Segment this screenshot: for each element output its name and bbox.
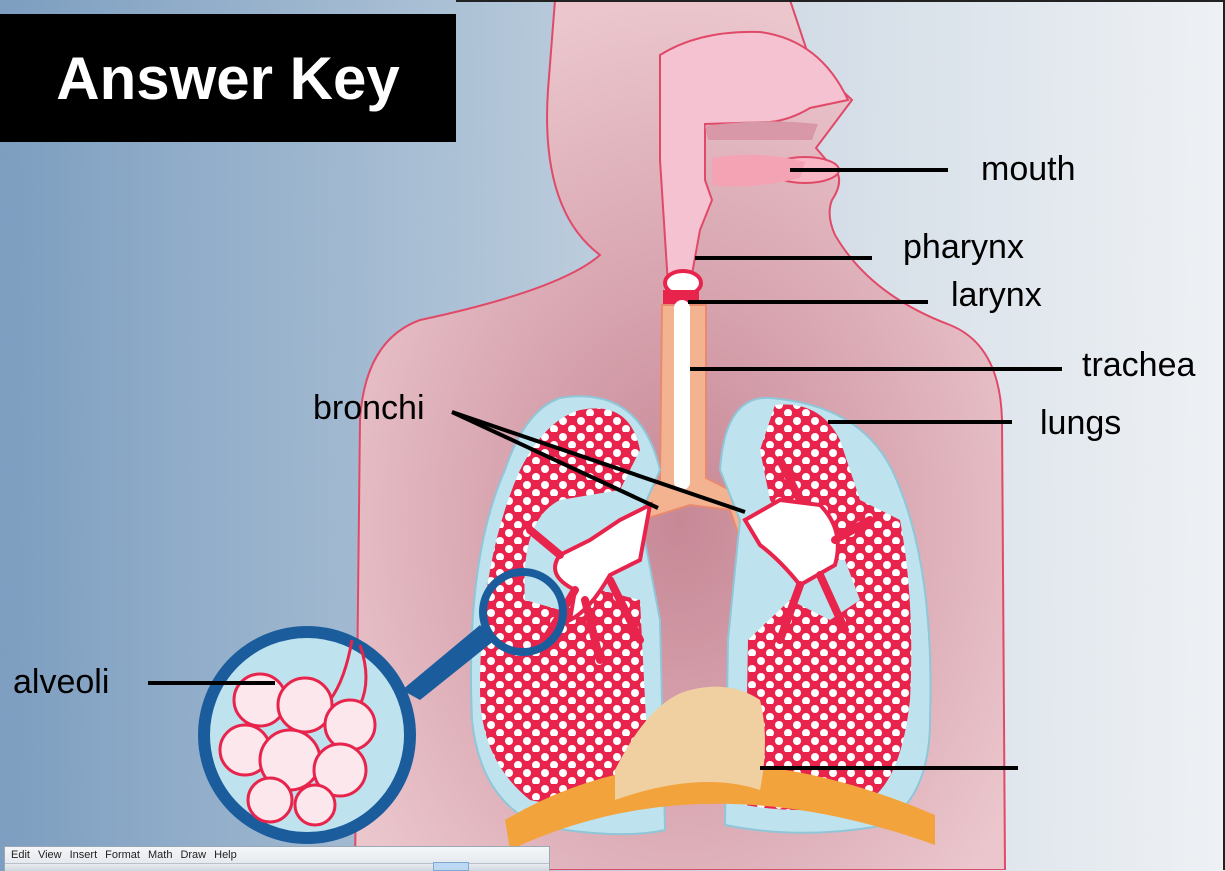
menu-view[interactable]: View <box>38 849 62 861</box>
menu-edit[interactable]: Edit <box>11 849 30 861</box>
menu-insert[interactable]: Insert <box>70 849 98 861</box>
menu-bar: Edit View Insert Format Math Draw Help <box>4 846 550 871</box>
label-larynx: larynx <box>951 276 1042 315</box>
title-banner: Answer Key <box>0 14 456 142</box>
palate <box>705 121 818 140</box>
top-border <box>456 0 1225 2</box>
menu-help[interactable]: Help <box>214 849 237 861</box>
label-trachea: trachea <box>1082 346 1195 385</box>
title-text: Answer Key <box>56 44 399 113</box>
label-pharynx: pharynx <box>903 228 1024 267</box>
label-alveoli: alveoli <box>13 663 109 702</box>
label-lungs: lungs <box>1040 404 1121 443</box>
menu-draw[interactable]: Draw <box>180 849 206 861</box>
menu-format[interactable]: Format <box>105 849 140 861</box>
label-bronchi: bronchi <box>313 389 425 428</box>
label-mouth: mouth <box>981 150 1076 189</box>
menu-math[interactable]: Math <box>148 849 172 861</box>
